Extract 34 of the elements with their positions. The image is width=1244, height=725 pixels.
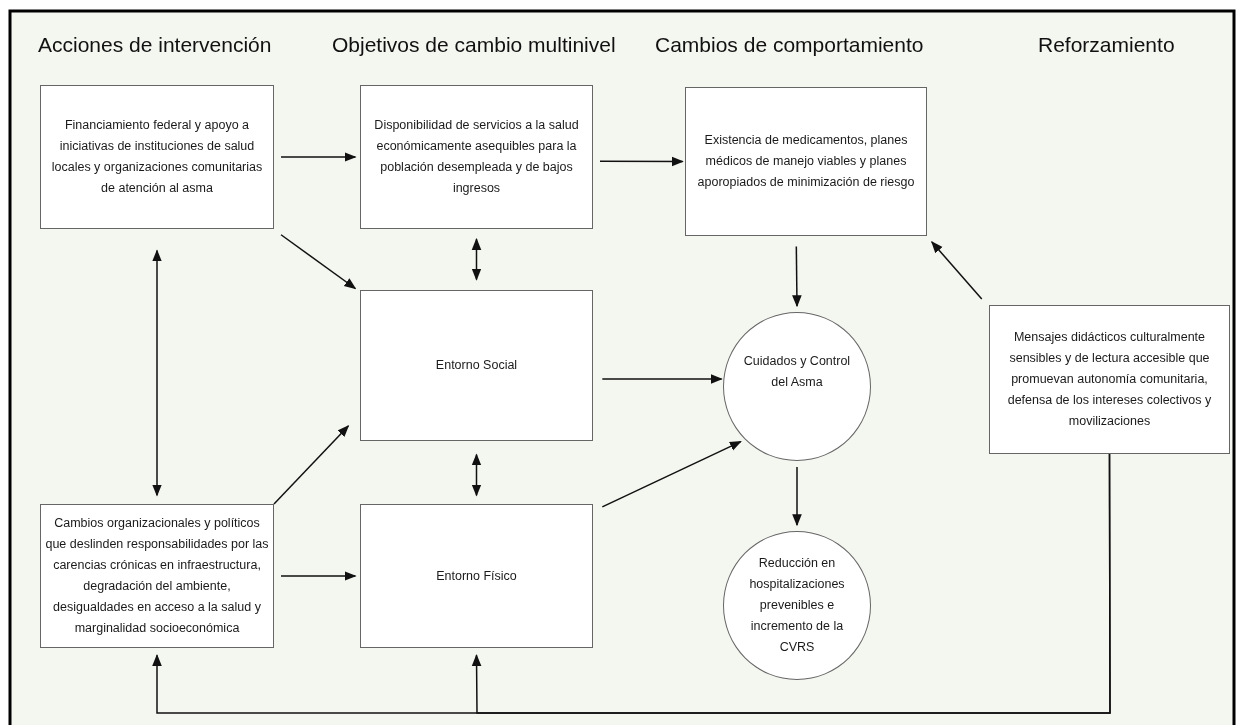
arrow bbox=[280, 571, 357, 581]
arrow bbox=[152, 249, 162, 497]
arrow bbox=[280, 234, 357, 290]
arrow bbox=[601, 440, 742, 508]
node-text: Disponibilidad de servicios a la salud económicamente asequibles para la población desempleada y de bajos ingresos bbox=[373, 117, 580, 197]
arrow bbox=[471, 453, 1111, 714]
arrow bbox=[792, 466, 802, 527]
column-heading: Objetivos de cambio multinivel bbox=[332, 33, 616, 57]
arrow bbox=[792, 245, 802, 308]
arrow bbox=[601, 374, 723, 384]
node-text: Cambios organizacionales y políticos que deslinden responsabilidades por las carencias crónicas en infraestructura, degradación del ambiente, desigualdades en acceso a la salud y marginalidad socioeconómica bbox=[45, 515, 269, 637]
process-box bbox=[40, 504, 274, 648]
arrow bbox=[599, 156, 684, 167]
node-text: Entorno Social bbox=[435, 357, 518, 374]
process-box bbox=[360, 85, 593, 229]
arrow bbox=[280, 152, 357, 162]
process-box bbox=[360, 290, 593, 441]
arrow bbox=[931, 241, 983, 300]
process-box bbox=[989, 305, 1230, 454]
arrow bbox=[471, 237, 482, 281]
node-text: Entorno Físico bbox=[436, 567, 517, 585]
process-box bbox=[685, 87, 927, 236]
node-text: Financiamiento federal y apoyo a iniciativas de instituciones de salud locales y organizaciones comunitarias de atención al asma bbox=[51, 117, 263, 197]
node-text: Mensajes didácticos culturalmente sensibles y de lectura accesible que promuevan autonomía comunitaria, defensa de los intereses colectivos y movilizaciones bbox=[1006, 329, 1213, 430]
process-box bbox=[360, 504, 593, 648]
node-text: Cuidados y Control del Asma bbox=[742, 352, 852, 391]
process-box bbox=[40, 85, 274, 229]
column-heading: Acciones de intervención bbox=[38, 33, 272, 57]
node-text: Existencia de medicamentos, planes médicos de manejo viables y planes aporopiados de minimización de riesgo bbox=[696, 132, 916, 191]
arrow bbox=[273, 425, 350, 505]
column-heading: Cambios de comportamiento bbox=[655, 33, 924, 57]
node-text: Reducción en hospitalizaciones prevenibles e incremento de la CVRS bbox=[748, 555, 846, 656]
column-heading: Reforzamiento bbox=[1038, 33, 1175, 57]
arrow bbox=[471, 453, 482, 497]
